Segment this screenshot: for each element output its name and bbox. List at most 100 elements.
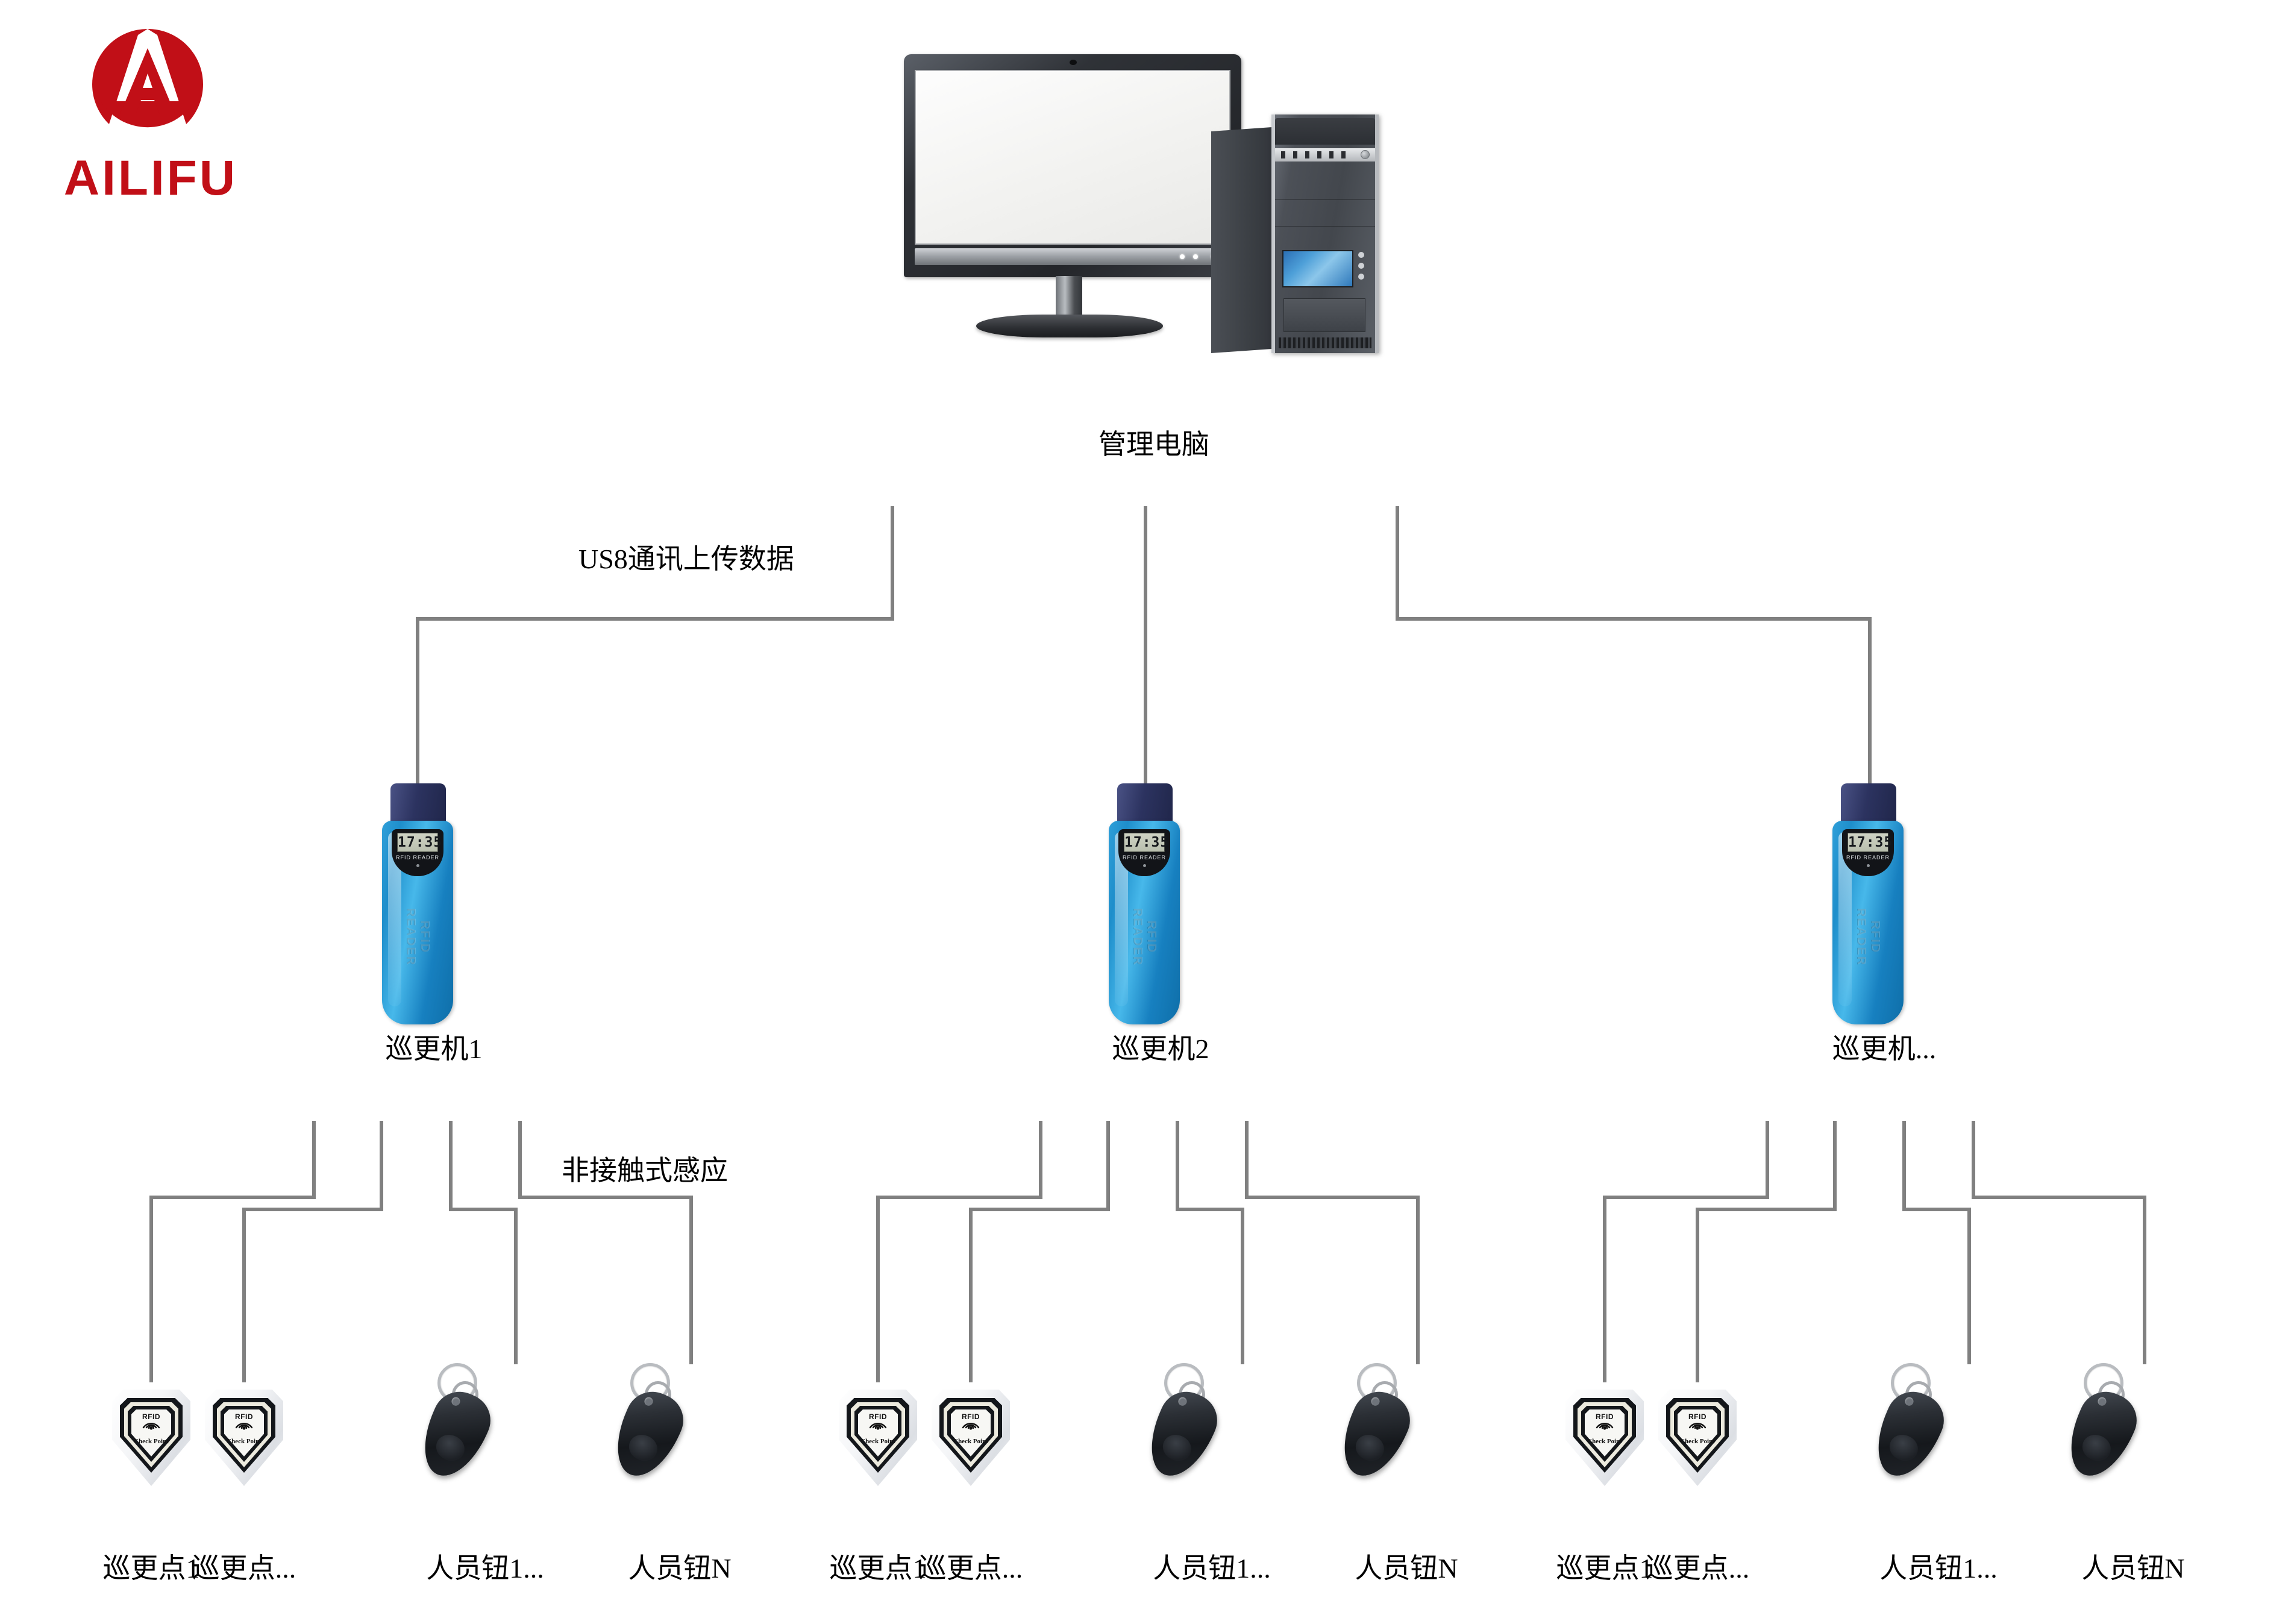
device-panel-text: RFID READER <box>395 854 439 861</box>
checkpoint-g2-2[interactable]: RFID Check Point <box>932 1390 1010 1486</box>
checkpoint-rfid-text: RFID <box>869 1412 887 1421</box>
checkpoint-g1-2-label: 巡更点... <box>192 1553 296 1584</box>
keyfob-g3-1-label: 人员钮1... <box>1879 1553 1998 1584</box>
keyfob-dimple <box>431 1430 469 1466</box>
keyfob-g2-1-label: 人员钮1... <box>1153 1553 1271 1584</box>
keyfob-g1-2[interactable] <box>603 1363 705 1487</box>
keyfob-hole <box>1370 1396 1381 1407</box>
device-panel-text: RFID READER <box>1122 854 1166 861</box>
rfid-wave-icon <box>867 1421 889 1435</box>
device-front-panel: 17:35 RFID READER <box>392 829 443 876</box>
g1-branch3-horizontal <box>449 1208 518 1211</box>
rfid-wave-icon <box>1593 1421 1616 1435</box>
checkpoint-label-text: Check Point <box>1680 1438 1715 1445</box>
g2-branch2-vertical-upper <box>1106 1121 1110 1211</box>
keyfob-dimple <box>1158 1430 1196 1466</box>
keyfob-g3-1[interactable] <box>1864 1363 1966 1487</box>
checkpoint-rfid-text: RFID <box>142 1412 160 1421</box>
keyfob-g2-1[interactable] <box>1137 1363 1239 1487</box>
monitor <box>904 54 1241 277</box>
g3-branch2-vertical-lower <box>1696 1208 1699 1382</box>
keyfob-hole <box>1904 1396 1915 1407</box>
rfid-wave-icon <box>959 1421 982 1435</box>
keyfob-hole <box>450 1396 462 1407</box>
g1-branch3-vertical-upper <box>449 1121 453 1211</box>
patrol-device-2[interactable]: 17:35 RFID READER RFID READER <box>1109 783 1180 1024</box>
management-computer-label: 管理电脑 <box>1098 429 1209 460</box>
keyfob-body <box>1864 1383 1953 1487</box>
tower-lcd-buttons[interactable] <box>1356 252 1367 286</box>
g2-branch3-vertical-upper <box>1176 1121 1179 1211</box>
g2-branch4-vertical-upper <box>1245 1121 1249 1199</box>
keyfob-g3-2[interactable] <box>2057 1363 2158 1487</box>
checkpoint-g3-2-label: 巡更点... <box>1645 1553 1750 1584</box>
g1-branch2-vertical-upper <box>380 1121 383 1211</box>
g2-branch3-horizontal <box>1176 1208 1244 1211</box>
checkpoint-g2-2-label: 巡更点... <box>918 1553 1023 1584</box>
keyfob-dimple <box>2078 1430 2115 1466</box>
checkpoint-g2-1[interactable]: RFID Check Point <box>839 1390 917 1486</box>
monitor-screen <box>915 70 1230 245</box>
power-button[interactable] <box>1361 150 1370 159</box>
g3-branch2-horizontal <box>1696 1208 1837 1211</box>
device-panel-text: RFID READER <box>1846 854 1890 861</box>
tower-lcd-display <box>1282 250 1353 287</box>
device-emboss-text: RFID READER <box>1131 908 1158 967</box>
device-body: 17:35 RFID READER RFID READER <box>382 821 453 1024</box>
checkpoint-g2-1-label: 巡更点1 <box>829 1553 927 1584</box>
monitor-stand-base <box>976 315 1163 337</box>
checkpoint-g3-1[interactable]: RFID Check Point <box>1565 1390 1644 1486</box>
device-emboss-text: RFID READER <box>404 908 431 967</box>
patrol-device-3[interactable]: 17:35 RFID READER RFID READER <box>1832 783 1904 1024</box>
connector-right-horizontal <box>1396 617 1872 621</box>
g3-branch4-vertical-upper <box>1972 1121 1975 1199</box>
g1-branch2-horizontal <box>242 1208 383 1211</box>
g1-branch4-vertical-upper <box>518 1121 522 1199</box>
keyfob-dimple <box>1351 1430 1388 1466</box>
g1-branch1-horizontal <box>149 1196 316 1199</box>
device-front-panel: 17:35 RFID READER <box>1118 829 1170 876</box>
connector-center-stem <box>1144 506 1147 795</box>
patrol-device-3-label: 巡更机... <box>1832 1033 1937 1064</box>
g2-branch4-horizontal <box>1245 1196 1420 1199</box>
g3-branch3-horizontal <box>1902 1208 1971 1211</box>
patrol-device-1[interactable]: 17:35 RFID READER RFID READER <box>382 783 453 1024</box>
g1-branch1-vertical-lower <box>149 1196 153 1382</box>
device-led-icon <box>416 864 419 867</box>
checkpoint-g3-2[interactable]: RFID Check Point <box>1658 1390 1737 1486</box>
g1-branch4-horizontal <box>518 1196 693 1199</box>
connector-left-vertical-upper <box>891 506 894 621</box>
g3-branch1-horizontal <box>1603 1196 1769 1199</box>
rfid-wave-icon <box>140 1421 163 1435</box>
device-body: 17:35 RFID READER RFID READER <box>1832 821 1904 1024</box>
device-body: 17:35 RFID READER RFID READER <box>1109 821 1180 1024</box>
keyfob-dimple <box>1885 1430 1922 1466</box>
tower-drive-bay <box>1283 298 1365 332</box>
brand-logo: AILIFU <box>24 24 277 217</box>
keyfob-g2-2[interactable] <box>1330 1363 1432 1487</box>
checkpoint-g1-1[interactable]: RFID Check Point <box>112 1390 190 1486</box>
g2-branch2-vertical-lower <box>969 1208 973 1382</box>
g3-branch1-vertical-upper <box>1766 1121 1769 1199</box>
keyfob-g2-2-label: 人员钮N <box>1355 1553 1458 1584</box>
tower-top-cover <box>1275 118 1375 145</box>
connector-right-vertical-lower <box>1868 617 1872 795</box>
g2-branch4-vertical-lower <box>1416 1196 1420 1364</box>
connector-left-vertical-lower <box>416 617 419 795</box>
g2-branch1-horizontal <box>876 1196 1042 1199</box>
g2-branch3-vertical-lower <box>1241 1208 1244 1364</box>
keyfob-body <box>410 1383 500 1487</box>
device-led-icon <box>1867 864 1870 867</box>
keyfob-g1-1[interactable] <box>410 1363 512 1487</box>
device-lcd: 17:35 <box>1847 833 1892 852</box>
management-computer-image <box>904 42 1410 356</box>
checkpoint-g1-2[interactable]: RFID Check Point <box>205 1390 283 1486</box>
device-led-icon <box>1143 864 1146 867</box>
pc-tower <box>1211 114 1392 356</box>
keyfob-body <box>603 1383 692 1487</box>
tower-side-panel <box>1211 127 1276 353</box>
keyfob-body <box>2057 1383 2146 1487</box>
keyfob-g1-2-label: 人员钮N <box>628 1553 732 1584</box>
checkpoint-rfid-text: RFID <box>1688 1412 1706 1421</box>
